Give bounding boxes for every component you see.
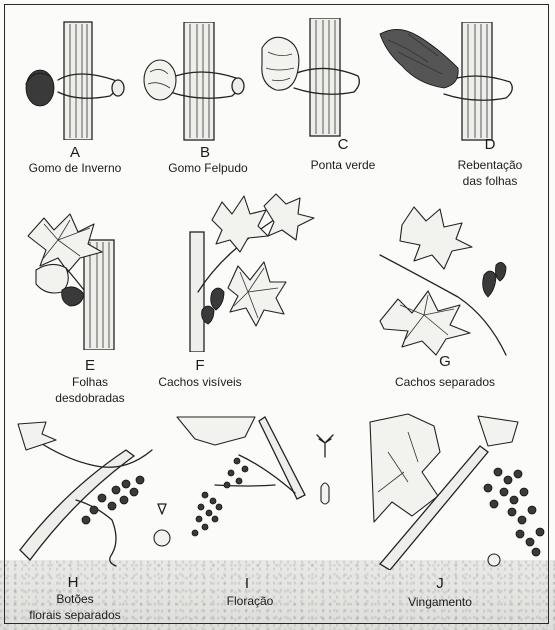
stage-letter-e: E (75, 358, 105, 373)
stage-caption-a: Gomo de Inverno (10, 160, 140, 176)
stage-letter-g: G (430, 354, 460, 369)
stage-letter-i: I (232, 576, 262, 591)
stage-letter-h: H (58, 575, 88, 590)
drawing-stage-a (18, 20, 128, 140)
stage-caption-i: Floração (200, 593, 300, 609)
stage-caption-h-line2: florais separados (20, 607, 130, 623)
drawing-stage-i (175, 415, 355, 570)
stage-caption-h-line1: Botões (20, 591, 130, 607)
stage-caption-c: Ponta verde (288, 157, 398, 173)
stage-letter-c: C (328, 137, 358, 152)
stage-letter-a: A (60, 145, 90, 160)
stage-letter-b: B (190, 145, 220, 160)
stage-caption-e-line2: desdobradas (30, 390, 150, 406)
drawing-stage-c (258, 18, 368, 138)
stage-caption-d-line2: das folhas (430, 173, 550, 189)
stage-caption-j: Vingamento (390, 594, 490, 610)
stage-caption-g: Cachos separados (380, 374, 510, 390)
stage-caption-d-line1: Rebentação (430, 157, 550, 173)
drawing-stage-b (140, 22, 250, 142)
drawing-stage-d (378, 22, 528, 142)
stage-caption-b: Gomo Felpudo (148, 160, 268, 176)
drawing-stage-g (378, 205, 538, 365)
drawing-stage-e (22, 210, 132, 350)
stage-caption-e-line1: Folhas (30, 374, 150, 390)
stage-caption-f: Cachos visíveis (140, 374, 260, 390)
drawing-stage-j (368, 412, 550, 570)
stage-letter-j: J (425, 576, 455, 591)
drawing-stage-f (172, 192, 322, 352)
stage-letter-f: F (185, 358, 215, 373)
drawing-stage-h (16, 420, 186, 570)
stage-letter-d: D (475, 137, 505, 152)
